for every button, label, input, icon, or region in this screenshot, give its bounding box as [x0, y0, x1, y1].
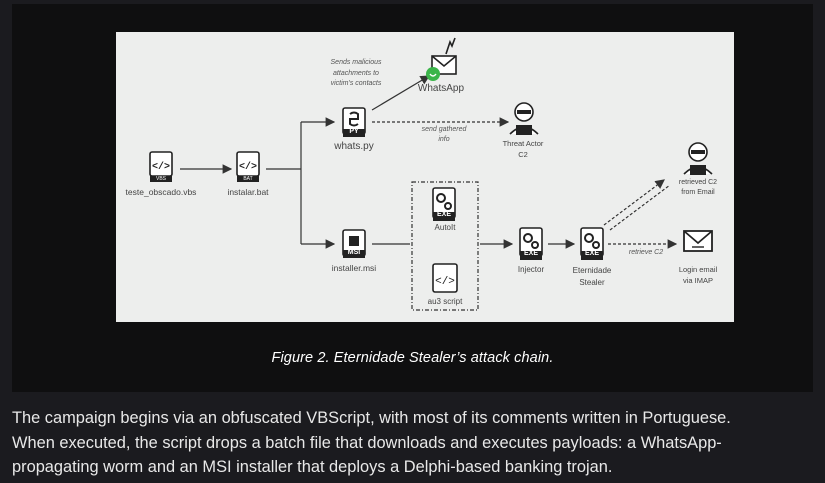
- gathered-annotation-line1: send gathered: [421, 126, 467, 133]
- body-line-3: propagating worm and an MSI installer th…: [12, 458, 613, 476]
- vbs-file-icon: </>: [149, 151, 173, 182]
- sends-annotation-line3: victim's contacts: [330, 80, 382, 87]
- eternidade-label-line2: Stealer: [579, 278, 605, 287]
- au3-script-label: au3 script: [427, 297, 463, 306]
- sends-annotation-line2: attachments to: [333, 70, 379, 77]
- body-line-1: The campaign begins via an obfuscated VB…: [12, 409, 731, 427]
- injector-exe-icon: [519, 227, 543, 260]
- injector-badge: EXE: [523, 250, 538, 257]
- sends-annotation-line1: Sends malicious: [330, 59, 382, 66]
- autoit-exe-icon: [432, 187, 456, 221]
- bat-badge: BAT: [243, 176, 253, 182]
- eternidade-badge: EXE: [584, 250, 599, 257]
- msi-file-icon: [342, 229, 366, 258]
- autoit-badge: EXE: [436, 211, 451, 218]
- retrieved-c2-label-line1: retrieved C2: [678, 179, 718, 186]
- gathered-annotation-line2: info: [438, 136, 450, 143]
- whatsapp-label: WhatsApp: [417, 83, 465, 94]
- vbs-badge: VBS: [155, 176, 166, 182]
- eternidade-exe-icon: [580, 227, 604, 260]
- attack-chain-diagram: </> </>: [116, 32, 734, 322]
- autoit-label: AutoIt: [434, 223, 456, 232]
- py-file-label: whats.py: [334, 141, 374, 152]
- threat-actor-label-line1: Threat Actor: [502, 139, 544, 148]
- retrieved-c2-label-line2: from Email: [681, 189, 715, 196]
- bat-file-label: instalar.bat: [227, 187, 269, 197]
- au3-script-icon: </>: [432, 263, 458, 293]
- diagram-graphics: </> </>: [149, 37, 713, 311]
- c2-server-icon: [683, 142, 713, 175]
- msi-badge: MSI: [347, 249, 361, 256]
- svg-text:</>: </>: [435, 276, 455, 288]
- threat-actor-label-line2: C2: [518, 150, 528, 159]
- svg-text:</>: </>: [239, 161, 257, 173]
- threat-actor-icon: [509, 102, 539, 135]
- bat-file-icon: </>: [236, 151, 260, 182]
- msi-file-label: installer.msi: [331, 263, 377, 273]
- py-badge: PY: [349, 128, 359, 135]
- injector-label: Injector: [517, 265, 545, 274]
- retrieve-c2-annotation: retrieve C2: [628, 249, 664, 256]
- login-email-label-line1: Login email: [678, 265, 718, 274]
- python-file-icon: [342, 107, 366, 137]
- eternidade-label-line1: Eternidade: [572, 266, 612, 275]
- body-paragraph: The campaign begins via an obfuscated VB…: [12, 406, 818, 480]
- figure-panel: </> </>: [12, 4, 813, 392]
- svg-text:</>: </>: [152, 161, 170, 173]
- login-email-label-line2: via IMAP: [682, 276, 713, 285]
- body-line-2: When executed, the script drops a batch …: [12, 433, 722, 452]
- vbs-file-label: teste_obscado.vbs: [125, 187, 197, 197]
- email-icon: [683, 230, 713, 252]
- figure-caption: Figure 2. Eternidade Stealer’s attack ch…: [271, 350, 554, 366]
- whatsapp-envelope-icon: [426, 37, 457, 81]
